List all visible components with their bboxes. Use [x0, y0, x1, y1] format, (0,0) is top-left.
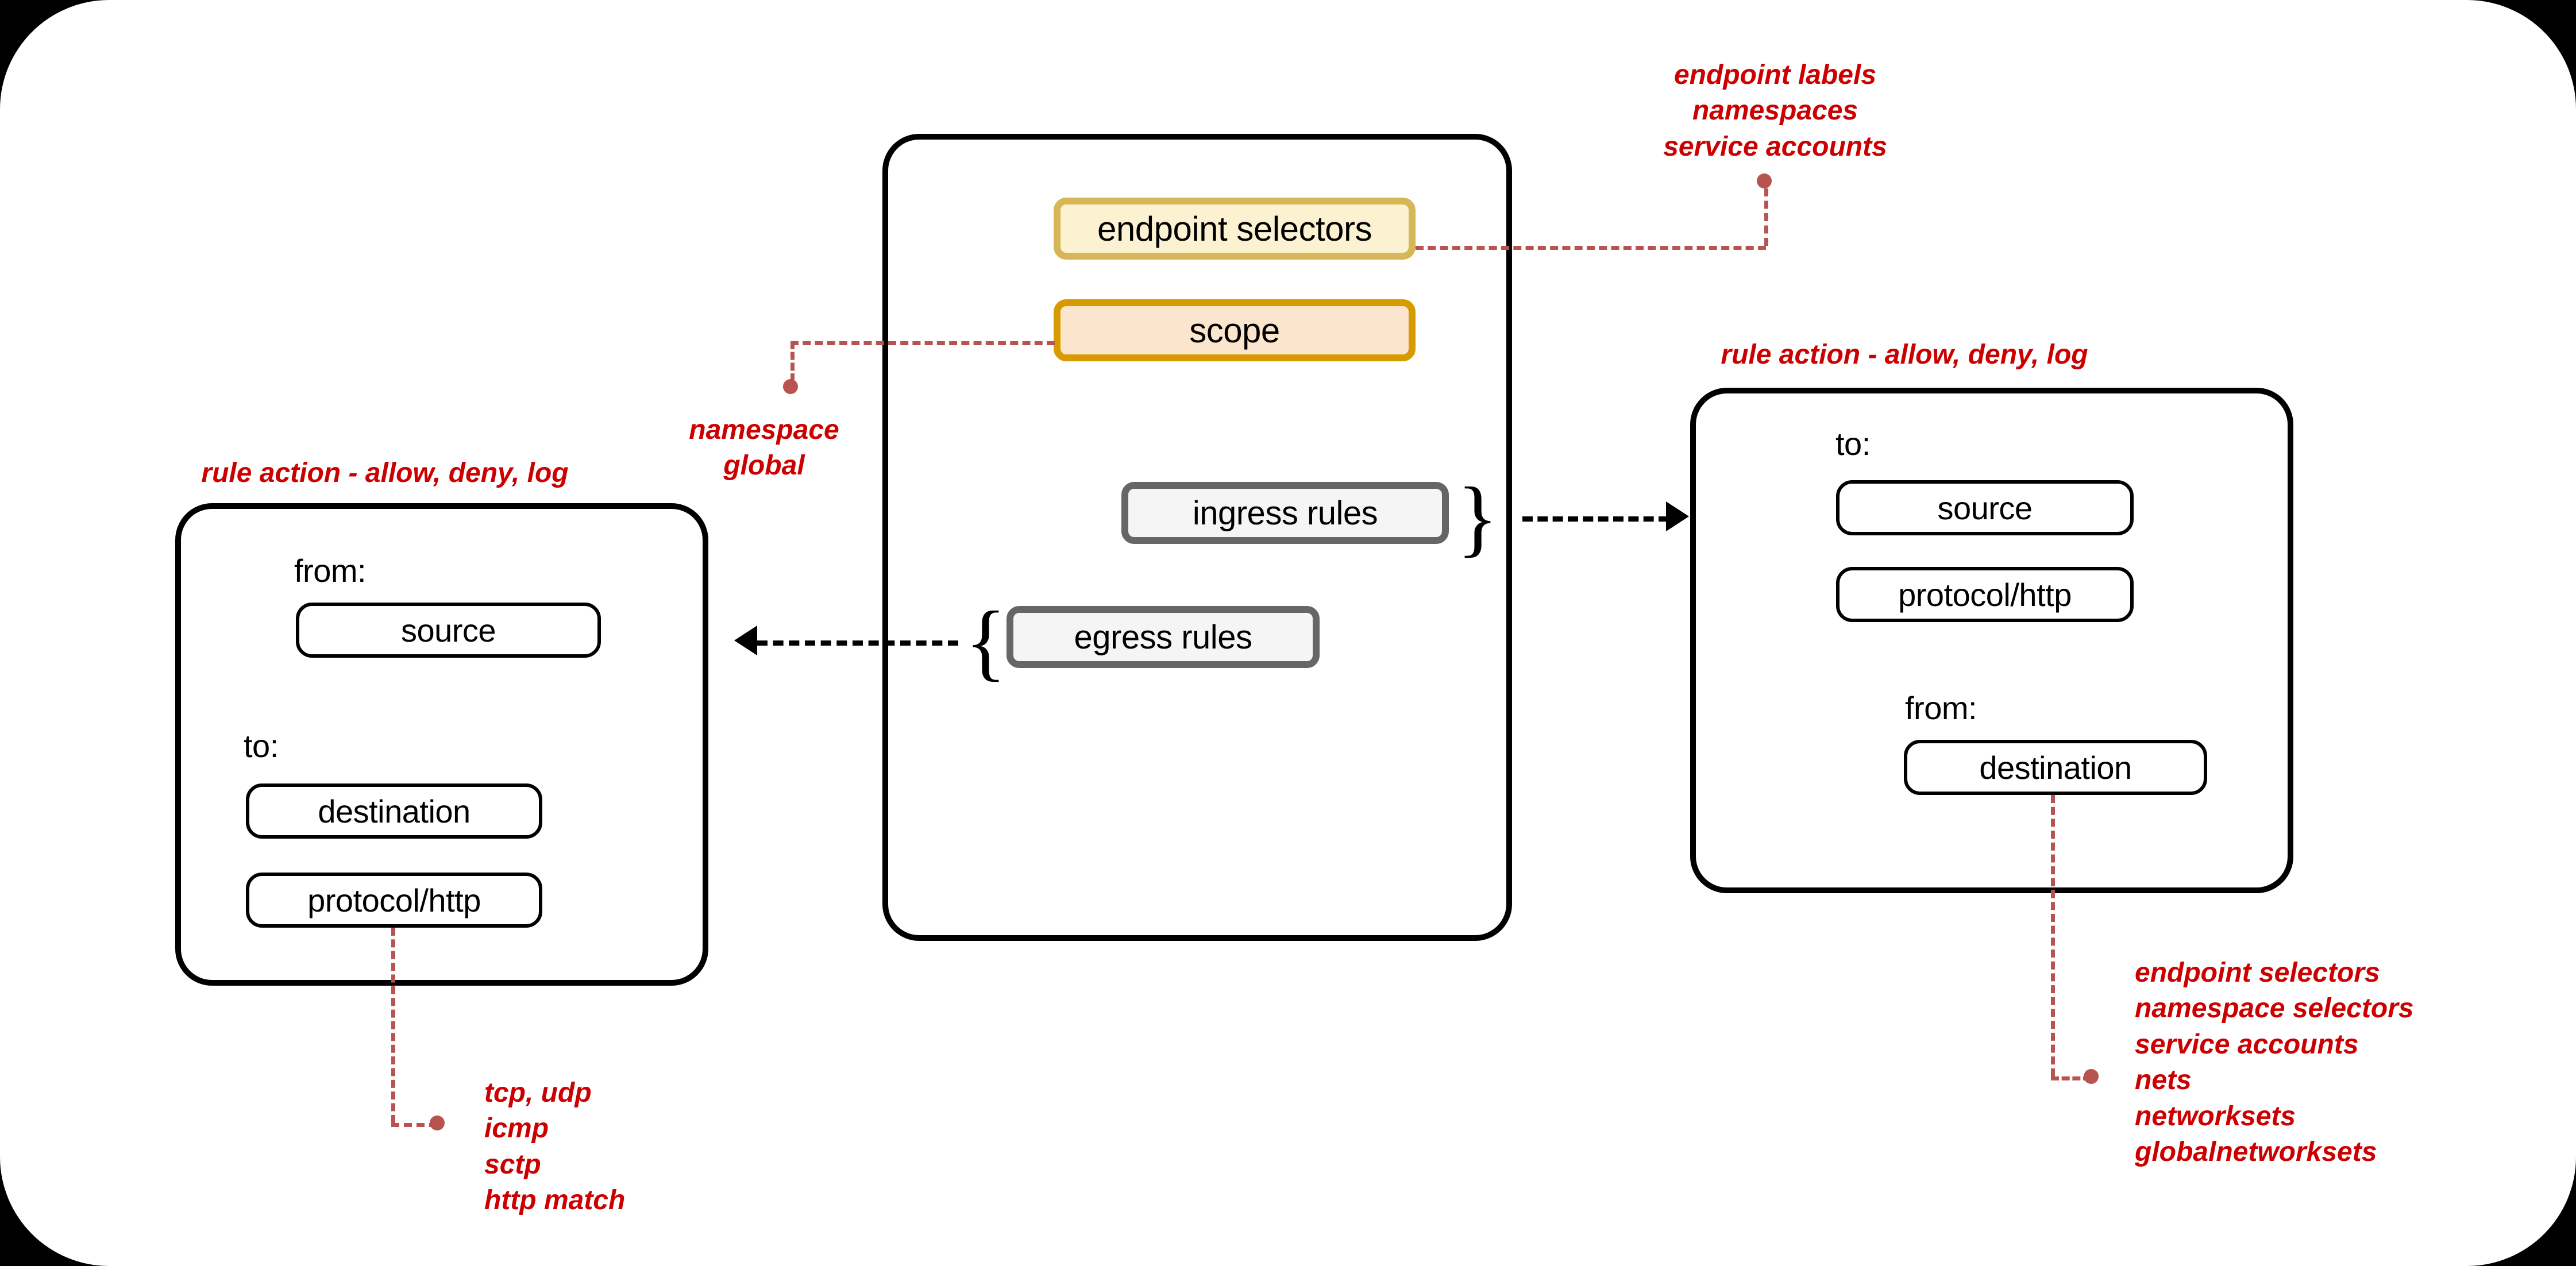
ingress-protocol-box[interactable]: protocol/http [1836, 567, 2134, 622]
ingress-arrow-line [1522, 516, 1669, 522]
endpoint-selectors-annotation: endpoint labels namespaces service accou… [1663, 60, 1887, 162]
destination-leader-dot [2084, 1069, 2099, 1084]
egress-from-label: from: [294, 553, 367, 589]
destination-leader-horizontal [2051, 1076, 2091, 1080]
destination-leader-vertical [2051, 795, 2055, 1076]
egress-rules-box[interactable]: egress rules [1007, 606, 1320, 668]
egress-protocol-box[interactable]: protocol/http [246, 873, 542, 928]
ingress-destination-box[interactable]: destination [1904, 740, 2207, 795]
egress-source-box[interactable]: source [296, 603, 601, 658]
scope-leader-vertical [790, 341, 795, 381]
endpoint-selectors-leader-vertical [1764, 188, 1768, 246]
egress-to-label: to: [244, 728, 279, 764]
destination-annotation: endpoint selectors namespace selectors s… [2135, 958, 2414, 1167]
scope-leader-horizontal [790, 341, 1055, 345]
ingress-arrow-head [1666, 501, 1689, 531]
right-rule-action-annotation: rule action - allow, deny, log [1721, 339, 2088, 370]
protocol-annotation: tcp, udp icmp sctp http match [484, 1078, 626, 1216]
scope-annotation: namespace global [689, 415, 839, 481]
ingress-rules-box[interactable]: ingress rules [1121, 482, 1449, 544]
egress-arrow-line [757, 640, 958, 646]
left-rule-action-annotation: rule action - allow, deny, log [201, 458, 569, 488]
egress-destination-box[interactable]: destination [246, 783, 542, 839]
endpoint-selectors-box[interactable]: endpoint selectors [1054, 198, 1416, 260]
endpoint-selectors-leader-horizontal [1416, 246, 1766, 250]
ingress-brace: } [1457, 470, 1498, 565]
protocol-leader-horizontal [391, 1123, 437, 1127]
scope-box[interactable]: scope [1054, 299, 1416, 361]
ingress-source-box[interactable]: source [1836, 480, 2134, 535]
egress-arrow-head [734, 626, 757, 655]
ingress-to-label: to: [1835, 426, 1871, 462]
egress-brace: { [965, 594, 1007, 689]
scope-leader-dot [783, 379, 798, 394]
endpoint-selectors-leader-dot [1757, 173, 1772, 188]
ingress-rule-container [1690, 388, 2293, 893]
protocol-leader-vertical [391, 928, 395, 1123]
ingress-from-label: from: [1905, 690, 1977, 726]
protocol-leader-dot [430, 1116, 445, 1130]
